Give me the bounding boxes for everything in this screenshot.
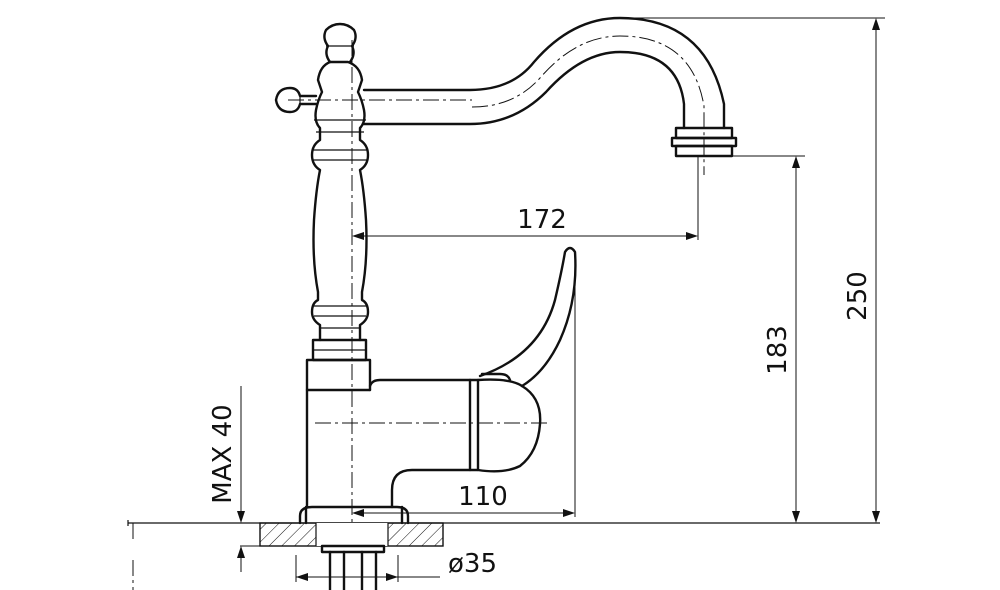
- spout-height-label: 183: [763, 325, 793, 375]
- mixer-body: [305, 338, 472, 509]
- faucet-base: [298, 505, 410, 590]
- dimension-total-height: 250: [843, 18, 880, 523]
- center-lines: [132, 35, 705, 590]
- hole-diameter-label: ø35: [448, 549, 497, 579]
- cartridge-housing: [468, 372, 542, 473]
- spout: [362, 16, 738, 158]
- extension-lines: [240, 17, 885, 582]
- spout-reach-label: 172: [517, 205, 567, 235]
- total-height-label: 250: [843, 271, 873, 321]
- countertop-section: [259, 522, 444, 547]
- dimension-spout-height: 183: [763, 156, 800, 523]
- dimension-spout-reach: 172: [352, 205, 698, 240]
- lever-reach-label: 110: [458, 482, 508, 512]
- ornate-column: [310, 22, 370, 342]
- dimension-max-thickness: MAX 40: [208, 386, 245, 572]
- dimension-hole-diameter: ø35: [296, 549, 497, 581]
- max-thickness-label: MAX 40: [208, 404, 238, 503]
- dimension-lever-reach: 110: [352, 482, 575, 517]
- lever-handle: [478, 246, 577, 388]
